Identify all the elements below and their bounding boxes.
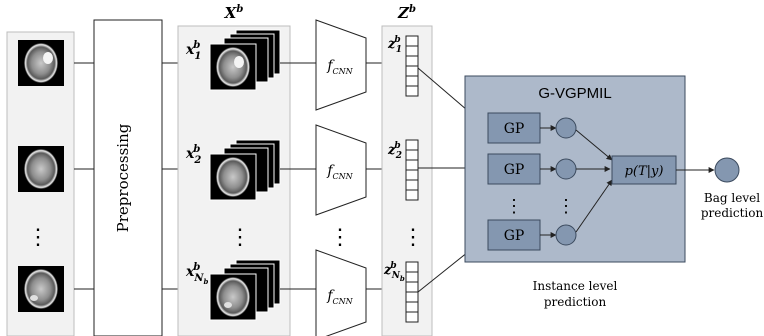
cnn-block-3: fCNN [315,249,367,336]
feature-vector-1 [405,35,419,97]
svg-text:fCNN: fCNN [326,58,353,76]
instance-node-3 [555,224,577,246]
svg-text:GP: GP [504,228,525,244]
svg-text:fCNN: fCNN [326,163,353,181]
raw-ct-slice-2 [18,146,64,192]
gp-ellipsis: ⋮ [505,196,523,217]
raw-scans-ellipsis: ⋮ [27,225,49,250]
cnn-ellipsis: ⋮ [329,225,351,250]
instances-ellipsis: ⋮ [229,225,251,250]
arrow-node1-posterior [575,129,613,161]
feature-vector-2 [405,139,419,201]
svg-text:fCNN: fCNN [326,288,353,306]
arrow-node3-posterior [575,179,613,233]
zb-header: Zb [397,4,416,22]
instance-node-1 [555,117,577,139]
instance-stack-2 [209,139,281,201]
node-ellipsis: ⋮ [557,196,575,217]
preprocessing-label: Preprocessing [114,123,132,232]
cnn-block-1: fCNN [315,19,367,111]
svg-text:GP: GP [504,121,525,137]
instance-stack-1 [209,29,281,91]
raw-ct-slice-3 [18,266,64,312]
gvgpmil-title: G-VGPMIL [538,85,611,102]
svg-text:GP: GP [504,162,525,178]
posterior-box: p(T|y) [611,155,677,185]
gp-box-2: GP [487,153,541,185]
cnn-block-2: fCNN [315,124,367,216]
features-ellipsis: ⋮ [402,225,424,250]
instance-node-2 [555,158,577,180]
raw-ct-slice-1 [18,40,64,86]
bag-node [714,157,740,183]
svg-text:p(T|y): p(T|y) [625,164,664,179]
xb-header: Xb [224,4,244,22]
gp-box-3: GP [487,219,541,251]
gp-box-1: GP [487,112,541,144]
preprocessing-box [93,19,163,336]
instance-stack-3 [209,259,281,321]
feature-vector-3 [405,261,419,323]
